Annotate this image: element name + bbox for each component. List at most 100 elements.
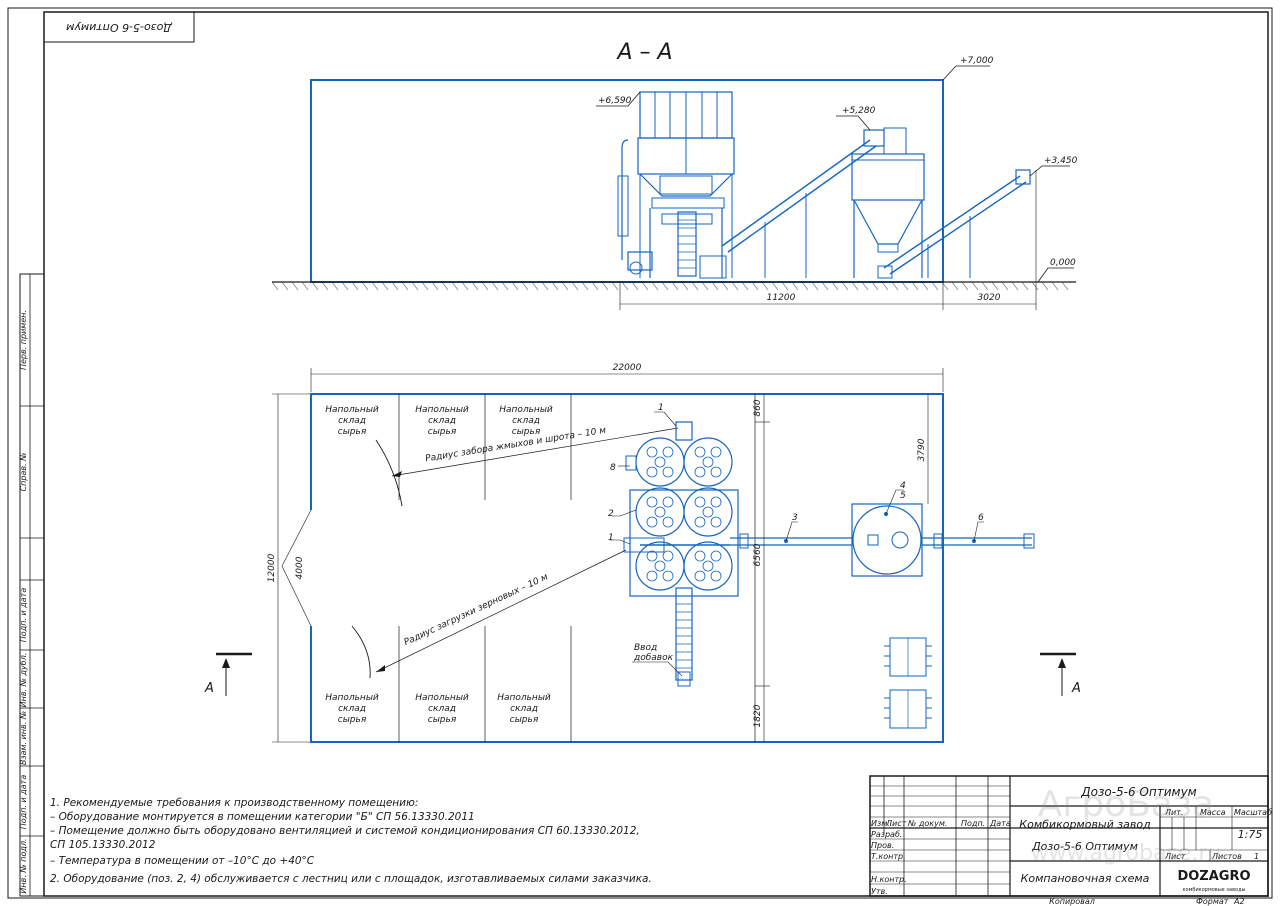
dim-3020: 3020	[978, 293, 1001, 303]
logo-main: DOZAGRO	[1177, 869, 1250, 884]
tb-h-date: Дата	[989, 819, 1011, 828]
tb-lit: Лит.	[1164, 808, 1183, 817]
conveyor-3-plan	[730, 533, 852, 549]
storage-4-l1: Напольный	[325, 693, 379, 703]
storage-3-l3: сырья	[512, 427, 541, 437]
tb-role-3: Т.контр.	[871, 852, 906, 861]
tb-h-list: Лист	[885, 819, 907, 828]
tb-sheets-val: 1	[1254, 852, 1259, 861]
dim-12000: 12000	[267, 553, 277, 582]
note-2: – Оборудование монтируется в помещении к…	[50, 811, 475, 823]
strip-label-1: Перв. примен.	[19, 310, 28, 370]
strip-label-7: Инв. № подл.	[19, 838, 28, 893]
plan-dimensions: 860 6560 1820 3790	[753, 394, 929, 742]
tb-mass: Масса	[1200, 808, 1226, 817]
notes: 1. Рекомендуемые требования к производст…	[50, 797, 652, 885]
elev-silo: +6,590	[598, 96, 632, 106]
storage-6-l1: Напольный	[497, 693, 551, 703]
outer-frame	[7, 7, 1273, 899]
watermark-line-1: АгроБаза	[1038, 784, 1214, 825]
note-5: – Температура в помещении от –10°С до +4…	[50, 855, 315, 867]
tb-role-4: Н.контр.	[871, 875, 907, 884]
pos-1: 1	[658, 403, 664, 413]
section-mark-right-label: А	[1071, 681, 1081, 696]
pos-8: 8	[610, 463, 616, 473]
conveyor-2	[877, 169, 1031, 279]
storage-bays	[398, 394, 756, 742]
note-6: 2. Оборудование (поз. 2, 4) обслуживаетс…	[50, 873, 652, 885]
storage-2-l1: Напольный	[415, 405, 469, 415]
plan-building	[310, 393, 944, 743]
corner-stamp-text: Дозо-5-6 Оптимум	[66, 21, 173, 34]
mixer-plan	[851, 503, 923, 577]
section-view: +7,000 +6,590 +5,280 +3,450 0,000 11200 …	[271, 56, 1078, 310]
pos-5: 5	[900, 491, 906, 501]
pos-4: 4	[900, 481, 906, 491]
pos-3: 3	[792, 513, 798, 523]
section-dimensions: 11200 3020	[619, 282, 1037, 310]
storage-labels: Напольный склад сырья Напольный склад сы…	[325, 405, 553, 725]
storage-1-l1: Напольный	[325, 405, 379, 415]
conveyor-1	[721, 129, 885, 278]
tb-h-sign: Подп.	[961, 819, 985, 828]
tb-role-5: Утв.	[871, 887, 888, 896]
pos-1b: 1	[608, 533, 614, 543]
dosing-bins	[623, 421, 739, 687]
tb-sheets: Листов	[1211, 852, 1242, 861]
strip-label-2: Справ. №	[19, 453, 28, 492]
note-3: – Помещение должно быть оборудовано вент…	[50, 825, 640, 837]
note-1: 1. Рекомендуемые требования к производст…	[50, 797, 418, 809]
pos-6: 6	[978, 513, 984, 523]
tb-h-doc: № докум.	[907, 819, 947, 828]
dim-6560: 6560	[753, 543, 763, 566]
section-title: А – А	[615, 40, 672, 65]
storage-6-l3: сырья	[510, 715, 539, 725]
elevation-marks: +7,000 +6,590 +5,280 +3,450 0,000	[596, 56, 1078, 283]
storage-3-l2: склад	[512, 416, 540, 426]
storage-4-l3: сырья	[338, 715, 367, 725]
tb-copied: Копировал	[1049, 897, 1095, 906]
logo-sub: комбикормовые заводы	[1183, 887, 1246, 893]
dim-4000: 4000	[295, 556, 305, 579]
radius-label-bottom: Радиус загрузки зерновых – 10 м	[403, 572, 550, 648]
elev-floor: 0,000	[1050, 258, 1076, 268]
conveyor-6-plan	[922, 533, 1035, 549]
ground-hatch	[271, 281, 1069, 291]
storage-1-l2: склад	[338, 416, 366, 426]
tb-scale-h: Масштаб	[1234, 808, 1272, 817]
dim-11200: 11200	[767, 293, 796, 303]
strip-label-6: Подп. и дата	[19, 775, 28, 830]
elev-conv2: +3,450	[1044, 156, 1078, 166]
tb-role-1: Разраб.	[871, 830, 902, 839]
watermark-line-2: www.agrobase.ru	[1031, 841, 1222, 866]
dim-3790: 3790	[917, 438, 927, 461]
plan-view: 22000 12000 4000 Напольный склад сырья Н…	[204, 363, 1081, 743]
strip-label-4: Инв. № дубл.	[19, 653, 28, 708]
tb-sheet: Лист	[1164, 852, 1186, 861]
strip-label-5: Взам. инв. №	[19, 711, 28, 765]
storage-5-l3: сырья	[428, 715, 457, 725]
inner-frame	[43, 11, 1269, 897]
tb-format: Формат	[1196, 897, 1229, 906]
side-strip: Перв. примен. Справ. № Подп. и дата Инв.…	[19, 273, 45, 897]
mixer-bin	[851, 127, 925, 278]
storage-6-l2: склад	[510, 704, 538, 714]
silo-group	[617, 91, 735, 279]
tb-name-1: Комбикормовый завод	[1019, 818, 1150, 831]
section-mark-left: А	[204, 652, 252, 696]
dim-1820: 1820	[753, 704, 763, 727]
storage-2-l2: склад	[428, 416, 456, 426]
tb-scale: 1:75	[1238, 828, 1263, 841]
storage-3-l1: Напольный	[499, 405, 553, 415]
storage-2-l3: сырья	[428, 427, 457, 437]
section-mark-right: А	[1040, 652, 1081, 696]
storage-1-l3: сырья	[338, 427, 367, 437]
elev-top: +7,000	[960, 56, 994, 66]
additive-input-l1: Ввод	[634, 643, 657, 653]
additive-input-l2: добавок	[633, 653, 674, 663]
dim-22000: 22000	[613, 363, 642, 373]
tb-role-2: Пров.	[871, 841, 894, 850]
watermark: АгроБаза www.agrobase.ru	[1031, 784, 1222, 866]
tb-h-izm: Изм.	[871, 819, 890, 828]
pos-2: 2	[608, 509, 614, 519]
